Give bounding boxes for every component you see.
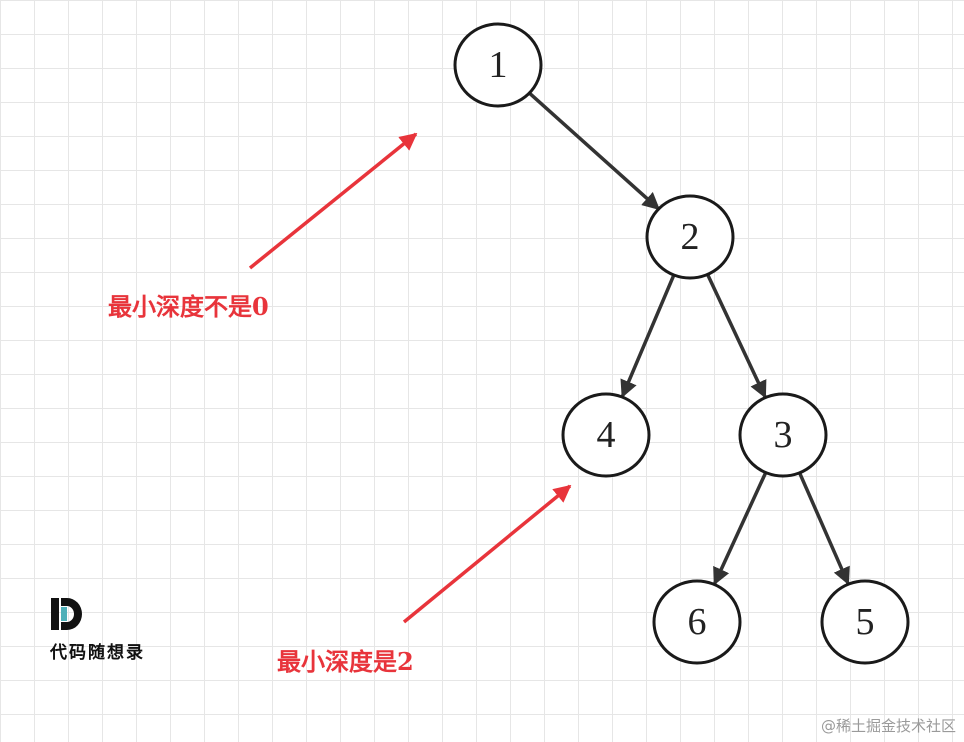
edge-n1-n2 <box>527 91 661 211</box>
logo-text: 代码随想录 <box>50 643 145 663</box>
logo-icon <box>51 598 82 630</box>
edge-n3-n6 <box>712 471 768 586</box>
edge-n2-n3 <box>705 273 767 399</box>
node-label: 2 <box>681 216 700 258</box>
node-circle <box>453 22 543 108</box>
tree-node-4: 4 <box>561 392 651 478</box>
node-label: 4 <box>597 414 616 456</box>
annotation-arrow-is-two <box>402 484 572 624</box>
tree-node-6: 6 <box>652 579 742 665</box>
watermark: @稀土掘金技术社区 <box>820 717 956 735</box>
annotation-arrow-not-zero <box>248 132 418 270</box>
tree-node-3: 3 <box>738 392 828 478</box>
node-label: 5 <box>856 601 875 643</box>
annotation-is-two: 最小深度是2 <box>277 647 414 676</box>
annotation-not-zero: 最小深度不是0 <box>108 292 269 321</box>
node-circle <box>645 194 735 280</box>
logo: 代码随想录 <box>50 596 180 663</box>
edge-n3-n5 <box>797 471 850 586</box>
node-circle <box>652 579 742 665</box>
node-circle <box>738 392 828 478</box>
node-circle <box>561 392 651 478</box>
nodes-layer: 1 2 4 3 6 5 <box>453 22 910 665</box>
tree-node-1: 1 <box>453 22 543 108</box>
node-label: 3 <box>774 414 793 456</box>
tree-node-5: 5 <box>820 579 910 665</box>
tree-node-2: 2 <box>645 194 735 280</box>
node-label: 1 <box>489 44 508 86</box>
edge-n2-n4 <box>620 274 676 398</box>
node-label: 6 <box>688 601 707 643</box>
node-circle <box>820 579 910 665</box>
edges-layer <box>527 91 850 586</box>
